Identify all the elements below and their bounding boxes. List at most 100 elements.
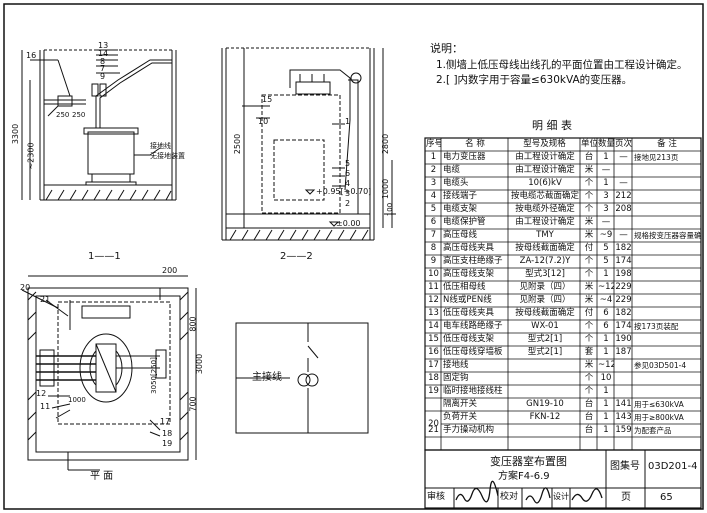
table-cell: FKN-12 — [529, 412, 561, 422]
table-cell: 个 — [584, 269, 594, 279]
table-cell — [615, 164, 632, 177]
table-cell: 高压支柱绝缘子 — [443, 256, 503, 266]
table-cell: 负荷开关 — [443, 412, 478, 422]
table-cell: 接地线 — [443, 360, 469, 370]
table-cell: 米 — [584, 165, 594, 175]
table-cell: 1 — [603, 334, 609, 344]
callout-15: 15 — [262, 95, 273, 104]
callout-5: 5 — [345, 159, 351, 168]
table-cell: 台 — [584, 152, 594, 162]
table-cell: 固定钩 — [443, 373, 469, 383]
table-cell: 5 — [603, 243, 609, 253]
table-cell: 3 — [430, 178, 437, 188]
col-header-no: 序号 — [426, 139, 441, 149]
detail-table-grid — [424, 137, 702, 451]
table-cell: 由工程设计确定 — [515, 217, 575, 227]
row-20-number: 20 — [428, 419, 439, 429]
table-cell — [634, 307, 701, 320]
main-wiring-label: 主接线 — [252, 372, 282, 383]
table-cell — [510, 385, 580, 398]
table-cell: 个 — [584, 178, 594, 188]
table-cell: N线或PEN线 — [443, 295, 492, 305]
table-title: 明 细 表 — [532, 119, 572, 132]
table-cell — [615, 372, 632, 385]
table-cell: 规格按变压器容量确定 — [634, 231, 701, 240]
table-cell: 付 — [584, 243, 594, 253]
table-cell: 1 — [603, 178, 609, 188]
table-cell: 低压母线支架 — [443, 334, 495, 344]
table-cell: 套 — [584, 347, 594, 357]
table-cell: 1 — [430, 152, 437, 162]
signatures — [455, 480, 603, 504]
callout-4: 4 — [345, 179, 351, 188]
table-cell: 个 — [584, 204, 594, 214]
table-cell: 个 — [584, 334, 594, 344]
table-cell: 21 — [428, 425, 439, 435]
callout-10: 10 — [258, 117, 269, 126]
table-cell: 低压母线穿墙板 — [443, 347, 503, 357]
table-cell: 接地见213页 — [634, 153, 679, 162]
table-cell: 个 — [584, 386, 594, 396]
callout-3: 3 — [345, 189, 351, 198]
table-cell — [634, 190, 701, 203]
table-cell: 198 — [615, 269, 632, 279]
dim-700: 700 — [188, 396, 198, 412]
table-cell: TMY — [536, 230, 554, 240]
table-cell: 为配套产品 — [634, 426, 672, 435]
table-cell: 229 — [615, 282, 632, 292]
callout-21: 21 — [40, 295, 51, 304]
note-line-1: 1.侧墙上低压母线出线孔的平面位置由工程设计确定。 — [436, 59, 688, 71]
table-cell: 个 — [584, 256, 594, 266]
table-cell: 1 — [603, 386, 609, 396]
table-cell: 电缆保护管 — [443, 217, 486, 227]
table-cell: ZA-12(7.2)Y — [519, 256, 571, 266]
table-cell: 143 — [615, 412, 632, 422]
table-cell — [634, 281, 701, 294]
main-wiring-diagram — [235, 322, 369, 434]
table-cell: 电车线路绝缘子 — [443, 321, 503, 331]
table-cell — [634, 255, 701, 268]
section-1-1 — [21, 49, 177, 201]
plan-label: 平 面 — [90, 471, 114, 482]
table-cell: 8 — [430, 243, 437, 253]
table-cell: 按173页装配 — [634, 322, 679, 331]
table-cell: 174 — [615, 321, 632, 331]
table-cell: 12 — [428, 295, 439, 305]
callout-9: 9 — [100, 72, 106, 81]
table-cell — [634, 216, 701, 229]
dim-3300: 3300 — [11, 123, 21, 145]
table-cell: 米 — [584, 282, 594, 292]
atlas-number: 03D201-4 — [648, 461, 698, 472]
col-header-unit: 单位 — [581, 139, 597, 149]
col-header-name: 名 称 — [465, 139, 485, 149]
callout-6: 6 — [345, 169, 351, 178]
section-2-label: 2——2 — [280, 251, 313, 262]
table-cell: 高压母线夹具 — [443, 243, 495, 253]
table-cell: 型式2[1] — [527, 347, 563, 357]
elevation-upper: +0.95[+0.70] — [316, 187, 372, 196]
drawing-title: 变压器室布置图 — [490, 455, 567, 468]
table-cell: 13 — [428, 308, 439, 318]
callout-18: 18 — [162, 429, 173, 438]
table-cell: 182 — [615, 243, 632, 253]
table-cell: 参见03D501-4 — [634, 361, 687, 370]
dim-100: 100 — [386, 202, 395, 217]
plan-view — [21, 275, 197, 471]
table-cell: 按电缆芯截面确定 — [510, 191, 579, 201]
dim-2500: 2500 — [233, 133, 243, 155]
table-cell: 15 — [428, 334, 439, 344]
col-header-qty: 数量 — [598, 139, 614, 149]
table-cell: 高压母线支架 — [443, 269, 495, 279]
table-cell: 米 — [584, 230, 594, 240]
table-cell — [634, 203, 701, 216]
ground-wire-label: 接地线 — [150, 142, 171, 150]
table-cell: 型式2[1] — [527, 334, 563, 344]
table-cell: 141 — [615, 399, 632, 409]
table-cell — [634, 385, 701, 398]
table-cell — [634, 177, 701, 190]
table-cell: 型式3[12] — [525, 269, 565, 279]
table-cell: 6 — [603, 308, 609, 318]
callout-12: 12 — [36, 389, 47, 398]
table-cell: 6 — [603, 321, 609, 331]
